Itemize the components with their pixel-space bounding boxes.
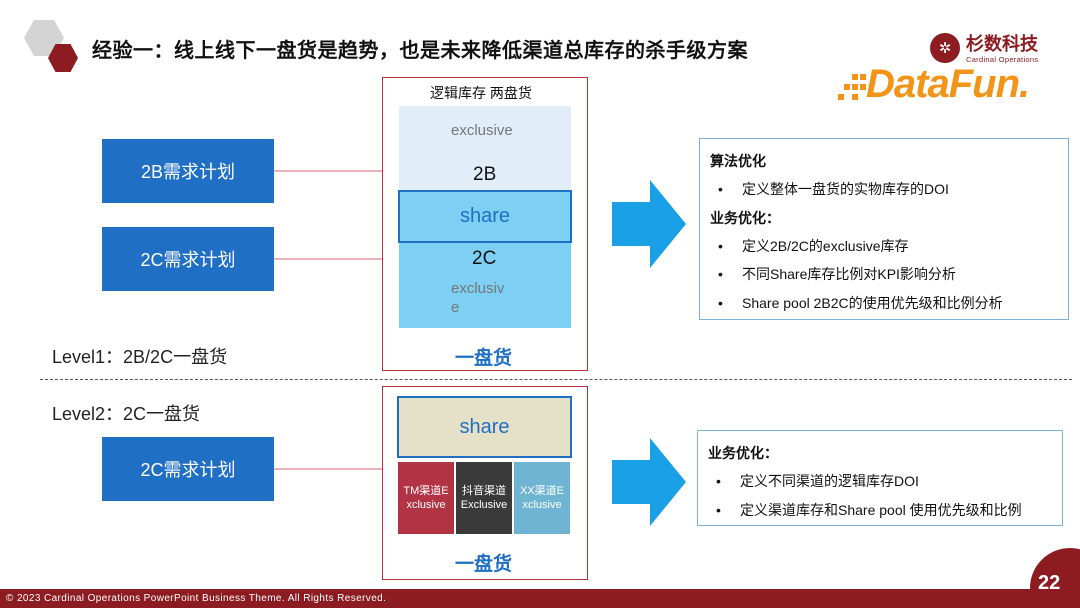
- info1-item: •定义整体一盘货的实物库存的DOI: [718, 181, 949, 197]
- plan-2b-box: 2B需求计划: [102, 139, 274, 203]
- exclusive-2b-block: [399, 106, 571, 190]
- level2-label: Level2：2C一盘货: [52, 404, 201, 424]
- info1-item: •Share pool 2B2C的使用优先级和比例分析: [718, 294, 1003, 311]
- info-box-2: 业务优化： •定义不同渠道的逻辑库存DOI •定义渠道库存和Share pool…: [697, 430, 1063, 526]
- cardinal-logo-en: Cardinal Operations: [966, 55, 1039, 64]
- info1-item: •定义2B/2C的exclusive库存: [718, 237, 909, 254]
- channel-tm-block: TM渠道Exclusive: [398, 462, 454, 534]
- exclusive-bottom-label: exclusiv e: [451, 280, 505, 316]
- arrow-right-2-icon: [612, 438, 686, 526]
- datafun-dots-icon: [838, 74, 866, 100]
- level-divider: [40, 379, 1072, 380]
- plan-2c-box: 2C需求计划: [102, 227, 274, 291]
- channel-douyin-block: 抖音渠道Exclusive: [456, 462, 512, 534]
- label-2b: 2B: [473, 164, 497, 185]
- page-title: 经验一：线上线下一盘货是趋势，也是未来降低渠道总库存的杀手级方案: [92, 40, 748, 62]
- info1-item: •不同Share库存比例对KPI影响分析: [718, 266, 956, 282]
- label-2c: 2C: [472, 248, 497, 269]
- page-number: 22: [1038, 572, 1061, 594]
- arrow-right-1-icon: [612, 180, 686, 268]
- info1-heading-business: 业务优化：: [710, 209, 780, 226]
- info1-heading-algorithm: 算法优化: [710, 153, 766, 169]
- info2-heading-business: 业务优化：: [708, 445, 778, 461]
- exclusive-top-label: exclusive: [451, 122, 513, 139]
- cardinal-tree-icon: ✲: [930, 33, 960, 63]
- share-block: share: [398, 190, 572, 243]
- footer-bar: © 2023 Cardinal Operations PowerPoint Bu…: [0, 589, 1080, 608]
- plan-2c-box-level2: 2C需求计划: [102, 437, 274, 501]
- cardinal-logo-cn: 杉数科技: [966, 34, 1038, 54]
- exclusive-2c-block: [399, 240, 571, 328]
- info-box-1: 算法优化 •定义整体一盘货的实物库存的DOI 业务优化： •定义2B/2C的ex…: [699, 138, 1069, 320]
- channel-xx-block: XX渠道Exclusive: [514, 462, 570, 534]
- level1-panel-title: 逻辑库存 两盘货: [430, 85, 532, 101]
- info2-item: •定义不同渠道的逻辑库存DOI: [716, 473, 919, 489]
- level1-label: Level1：2B/2C一盘货: [52, 347, 228, 367]
- info2-item: •定义渠道库存和Share pool 使用优先级和比例: [716, 501, 1022, 518]
- level1-yipanhuo: 一盘货: [455, 348, 513, 369]
- share-block-level2: share: [397, 396, 572, 458]
- cardinal-logo: ✲ 杉数科技 Cardinal Operations: [930, 33, 1060, 67]
- level2-yipanhuo: 一盘货: [455, 554, 513, 575]
- datafun-logo: DataFun.: [866, 62, 1030, 106]
